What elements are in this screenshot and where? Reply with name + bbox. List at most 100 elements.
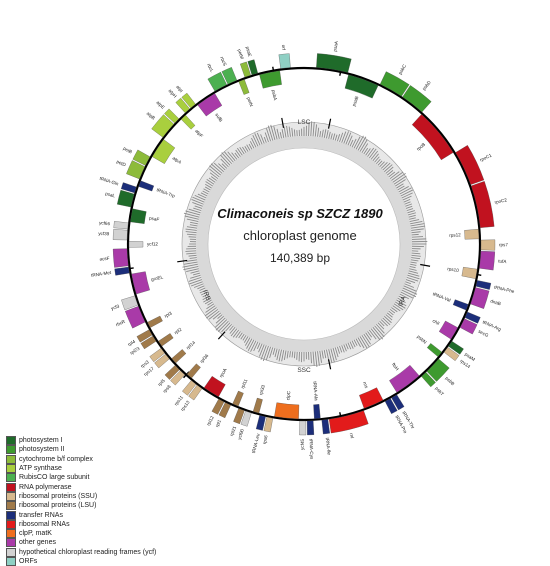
gc-bar [412, 239, 426, 240]
legend-swatch [6, 464, 16, 473]
gene-label: rps13 [180, 399, 191, 412]
legend-item: cytochrome b/f complex [6, 455, 176, 464]
legend-label: RubisCO large subunit [19, 473, 89, 482]
gene-block [158, 333, 173, 346]
gene-label: rpl23 [129, 346, 141, 356]
gene-label: tRNA-Leu [251, 433, 261, 454]
gene-block [464, 229, 479, 239]
gene-label: psbB [444, 376, 455, 387]
legend-item: ORFs [6, 557, 176, 566]
gene-label: tRNA-Trp [156, 187, 176, 198]
gene-label: rpl4 [127, 339, 137, 347]
gene-label: tRNA-Phe [494, 285, 516, 295]
gene-block [253, 398, 262, 413]
gene-label: rpl12 [206, 415, 215, 427]
gene-label: chlI [432, 318, 441, 326]
legend-swatch [6, 492, 16, 501]
gene-label: tRNA-Ile [325, 437, 332, 455]
gene-label: ftsH [391, 362, 400, 372]
gene-block [130, 209, 146, 224]
gene-label: rpl33 [258, 384, 266, 396]
legend-item: transfer RNAs [6, 510, 176, 519]
genome-type: chloroplast genome [200, 228, 400, 243]
legend-label: cytochrome b/f complex [19, 455, 93, 464]
gene-block [139, 181, 154, 191]
gene-label: secG [477, 329, 489, 338]
gene-label: atpA [172, 155, 183, 165]
organism-title: Climaconeis sp SZCZ 1890 [200, 206, 400, 224]
gene-label: atpH [168, 88, 178, 99]
legend-swatch [6, 511, 16, 520]
legend-label: ATP synthase [19, 464, 62, 473]
gene-label: atpE [155, 100, 165, 110]
gene-block [114, 221, 129, 229]
gene-label: rpl11 [240, 378, 249, 389]
gc-bar [412, 234, 419, 235]
gene-label: ycf45 [300, 439, 305, 450]
legend-swatch [6, 501, 16, 510]
gene-label: ycf66 [99, 220, 111, 226]
gene-label: tRNA-Val [432, 291, 451, 302]
gene-label: psbN [416, 334, 427, 345]
gene-label: rps7 [499, 242, 508, 247]
legend-label: ORFs [19, 557, 37, 566]
legend-swatch [6, 436, 16, 445]
gene-label: petM [237, 49, 245, 60]
gene-label: rps10 [447, 266, 460, 273]
gene-label: ycf90 [237, 428, 245, 440]
gene-block [481, 240, 495, 251]
gene-block [359, 388, 383, 409]
gene-label: rps14 [459, 358, 472, 369]
gene-label: petD [116, 159, 128, 168]
gene-label: rpoA [218, 367, 228, 379]
legend-label: other genes [19, 538, 56, 547]
gene-label: rps17 [143, 366, 155, 377]
gene-label: rps12 [449, 232, 461, 238]
gene-label: tRNA-Met [91, 270, 112, 278]
gene-label: rpl2 [173, 327, 183, 336]
legend-item: photosystem II [6, 445, 176, 454]
gene-label: tRNA-Cys [309, 439, 315, 460]
legend-swatch [6, 538, 16, 547]
gene-block [204, 376, 225, 397]
gene-block [479, 251, 495, 270]
gene-block [307, 421, 314, 435]
gene-label: psaL [105, 191, 116, 198]
legend-item: ribosomal proteins (SSU) [6, 492, 176, 501]
genome-summary: Climaconeis sp SZCZ 1890 chloroplast gen… [200, 206, 400, 265]
gene-label: psaE [245, 46, 253, 57]
gene-label: psbD [421, 79, 432, 91]
legend-item: other genes [6, 538, 176, 547]
gene-block [279, 54, 291, 69]
gene-label: psbA [271, 90, 278, 102]
legend-label: ribosomal RNAs [19, 520, 70, 529]
legend-swatch [6, 520, 16, 529]
gene-label: ycf3 [110, 303, 120, 311]
gene-label: psaA [332, 40, 339, 52]
gene-label: acsF [99, 256, 109, 262]
gene-block [125, 306, 145, 328]
gene-label: orf [281, 44, 287, 51]
legend-swatch [6, 557, 16, 566]
legend-swatch [6, 548, 16, 557]
gene-label: rpoC2 [494, 197, 508, 205]
legend-label: ribosomal proteins (LSU) [19, 501, 96, 510]
region-label-ssc: SSC [297, 367, 311, 374]
legend-item: photosystem I [6, 436, 176, 445]
legend-swatch [6, 529, 16, 538]
gene-label: atpF [194, 128, 204, 138]
gene-label: rpl3 [164, 310, 173, 318]
gene-label: rpl5 [157, 378, 166, 387]
legend-label: photosystem II [19, 445, 65, 454]
region-label-lsc: LSC [298, 119, 311, 126]
legend-item: RNA polymerase [6, 482, 176, 491]
gc-bar [294, 352, 295, 359]
genome-size: 140,389 bp [200, 251, 400, 265]
gene-label: rbcL [206, 63, 215, 74]
gene-label: psbT [434, 386, 445, 397]
legend-item: ribosomal proteins (LSU) [6, 501, 176, 510]
legend-swatch [6, 445, 16, 454]
gene-block [256, 415, 265, 430]
legend-swatch [6, 483, 16, 492]
